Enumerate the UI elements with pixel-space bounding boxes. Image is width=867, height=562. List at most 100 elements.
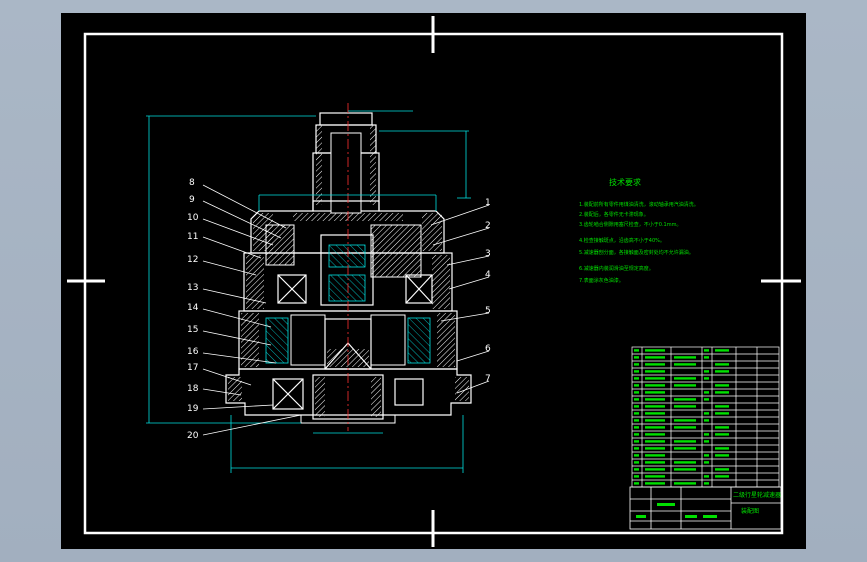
table-cell-mark	[645, 433, 665, 436]
table-cell-mark	[704, 356, 709, 359]
part-label: 12	[187, 255, 198, 265]
table-cell-mark	[634, 440, 639, 443]
drawing-sheet: 8 9 10 11 12 13 14 15 16 17 18 19 20 1 2…	[61, 13, 806, 549]
table-cell-mark	[715, 454, 729, 457]
table-cell-mark	[704, 482, 709, 485]
table-cell-mark	[715, 447, 729, 450]
table-cell-mark	[645, 419, 665, 422]
table-cell-mark	[704, 377, 709, 380]
part-label: 3	[485, 249, 491, 259]
table-cell-mark	[634, 482, 639, 485]
table-cell-mark	[715, 370, 729, 373]
table-cell-mark	[715, 468, 729, 471]
table-cell-mark	[634, 391, 639, 394]
part-labels-left: 8 9 10 11 12 13 14 15 16 17 18 19 20	[187, 178, 199, 441]
table-cell-mark	[634, 447, 639, 450]
assembly-drawing: 8 9 10 11 12 13 14 15 16 17 18 19 20 1 2…	[67, 16, 801, 547]
table-cell-mark	[704, 454, 709, 457]
table-cell-mark	[674, 419, 696, 422]
table-cell-mark	[704, 475, 709, 478]
part-label: 7	[485, 374, 491, 384]
tech-heading: 技术要求	[609, 177, 641, 187]
table-cell-mark	[634, 426, 639, 429]
table-cell-mark	[634, 475, 639, 478]
table-cell-mark	[674, 356, 696, 359]
table-cell-mark	[645, 398, 665, 401]
table-cell-mark	[715, 426, 729, 429]
table-cell-mark	[634, 461, 639, 464]
table-cell-mark	[674, 377, 696, 380]
table-cell-mark	[715, 363, 729, 366]
part-label: 4	[485, 270, 491, 280]
table-cell-mark	[645, 384, 665, 387]
table-cell-mark	[674, 482, 696, 485]
table-cell-mark	[645, 461, 665, 464]
table-cell-mark	[645, 363, 665, 366]
table-cell-mark	[704, 391, 709, 394]
table-cell-mark	[645, 405, 665, 408]
part-label: 19	[187, 404, 199, 414]
table-cell-mark	[645, 426, 665, 429]
part-label: 17	[187, 363, 198, 373]
tech-item: 5.减速器剖分面，各接触面及密封处均不允许漏油。	[579, 249, 694, 256]
part-label: 11	[187, 232, 198, 242]
table-cell-mark	[704, 349, 709, 352]
table-cell-mark	[645, 482, 665, 485]
part-label: 14	[187, 303, 199, 313]
table-cell-mark	[645, 391, 665, 394]
leader-lines	[202, 184, 490, 436]
table-cell-mark	[634, 370, 639, 373]
table-cell-mark	[634, 405, 639, 408]
table-cell-mark	[645, 447, 665, 450]
part-label: 9	[189, 195, 195, 205]
table-cell-mark	[715, 349, 729, 352]
tech-item: 6.减速器内装润滑油至规定高度。	[579, 265, 654, 272]
table-cell-mark	[674, 440, 696, 443]
table-cell-mark	[634, 384, 639, 387]
table-cell-mark	[674, 468, 696, 471]
table-cell-mark	[715, 405, 729, 408]
centering-marks	[67, 16, 801, 547]
table-cell-mark	[715, 391, 729, 394]
part-label: 20	[187, 431, 199, 441]
tech-item: 4.检查接触斑点，沿齿高不小于40%。	[579, 237, 665, 244]
part-label: 1	[485, 198, 491, 208]
table-cell-mark	[645, 475, 665, 478]
table-cell-mark	[634, 356, 639, 359]
table-cell-mark	[704, 370, 709, 373]
table-cell-mark	[634, 412, 639, 415]
table-cell-mark	[645, 370, 665, 373]
drawing-name: 二级行星轮减速器	[733, 491, 781, 499]
table-cell-mark	[704, 433, 709, 436]
table-cell-mark	[715, 412, 729, 415]
table-cell-mark	[645, 440, 665, 443]
title-block-marks	[636, 503, 717, 518]
parts-list-entries	[634, 349, 729, 485]
table-cell-mark	[674, 405, 696, 408]
part-label: 15	[187, 325, 198, 335]
tech-item: 7.表面涂灰色油漆。	[579, 277, 624, 284]
table-cell-mark	[634, 349, 639, 352]
part-label: 2	[485, 221, 491, 231]
table-cell-mark	[704, 398, 709, 401]
tech-item: 1.装配前所有零件用煤油清洗，滚动轴承用汽油清洗。	[579, 201, 699, 208]
table-cell-mark	[674, 398, 696, 401]
table-cell-mark	[645, 349, 665, 352]
table-cell-mark	[674, 426, 696, 429]
tech-item: 2.装配后，各零件无卡滞现象。	[579, 211, 649, 218]
part-label: 13	[187, 283, 198, 293]
technical-requirements: 技术要求 1.装配前所有零件用煤油清洗，滚动轴承用汽油清洗。 2.装配后，各零件…	[579, 177, 699, 284]
table-cell-mark	[645, 356, 665, 359]
table-cell-mark	[674, 363, 696, 366]
tech-item: 3.齿轮啮合侧隙用塞尺检查，不小于0.1mm。	[579, 221, 681, 228]
table-cell-mark	[634, 468, 639, 471]
part-label: 10	[187, 213, 199, 223]
table-cell-mark	[715, 384, 729, 387]
dimension-lines	[146, 110, 471, 473]
part-label: 6	[485, 344, 491, 354]
part-label: 16	[187, 347, 199, 357]
part-label: 18	[187, 384, 199, 394]
table-cell-mark	[645, 468, 665, 471]
drawing-subtitle: 装配图	[741, 507, 759, 515]
part-label: 5	[485, 306, 491, 316]
